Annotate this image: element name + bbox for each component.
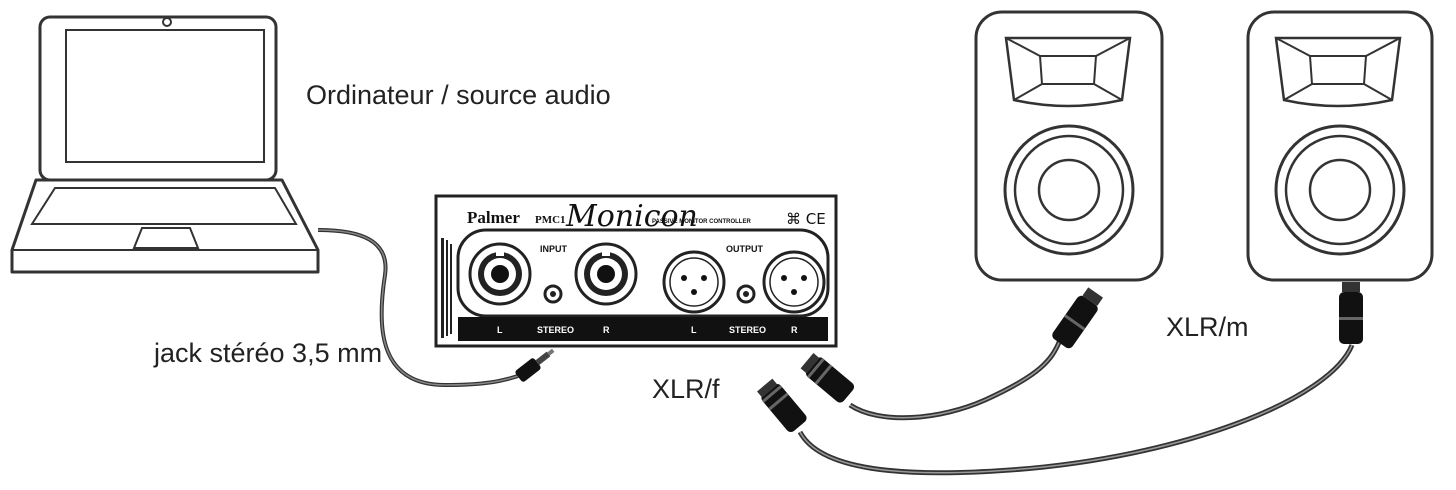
xlr-cable-left [800,287,1104,421]
output-left-xlr-jack[interactable] [662,250,726,314]
input-left-combo-jack[interactable] [468,242,532,306]
jack-cable-label: jack stéréo 3,5 mm [153,338,382,368]
xlr-female-plug-2 [757,378,807,433]
input-label: INPUT [540,244,568,254]
input-right-combo-jack[interactable] [574,242,638,306]
laptop-camera [162,17,172,27]
input-left-label: L [497,325,503,335]
output-stereo-label: STEREO [729,325,766,335]
laptop-display [65,29,265,163]
monitor-controller: Palmer PMC1 Monicon PASSIVE MONITOR CONT… [434,194,838,348]
laptop [10,15,320,274]
jack-cable [317,228,555,388]
xlr-male-plug-1 [1052,287,1104,349]
certification-marks: ⌘ CE [786,210,826,228]
fine-print [441,238,452,338]
output-stereo-jack[interactable] [736,284,756,304]
laptop-trackpad [132,227,200,249]
output-right-label: R [791,325,798,335]
xlr-female-plug-1 [800,353,855,403]
input-stereo-jack[interactable] [543,284,563,304]
label-strip [458,317,828,341]
input-stereo-label: STEREO [537,325,574,335]
output-label: OUTPUT [726,244,764,254]
output-right-xlr-jack[interactable] [762,250,826,314]
output-left-label: L [691,325,697,335]
xlr-male-plug-2 [1339,282,1363,344]
speaker-left [974,10,1164,282]
speaker-right [1246,10,1434,282]
jack-plug [515,348,555,382]
xlr-cable-right [757,282,1363,476]
model-name: PMC1 [535,214,566,226]
device-subtitle: PASSIVE MONITOR CONTROLLER [652,219,751,225]
xlr-female-label: XLR/f [652,374,720,404]
xlr-male-label: XLR/m [1166,312,1249,342]
brand-name: Palmer [467,208,520,227]
computer-label: Ordinateur / source audio [306,80,611,110]
product-name: Monicon [565,199,698,234]
laptop-keyboard [30,187,298,225]
input-right-label: R [603,325,610,335]
